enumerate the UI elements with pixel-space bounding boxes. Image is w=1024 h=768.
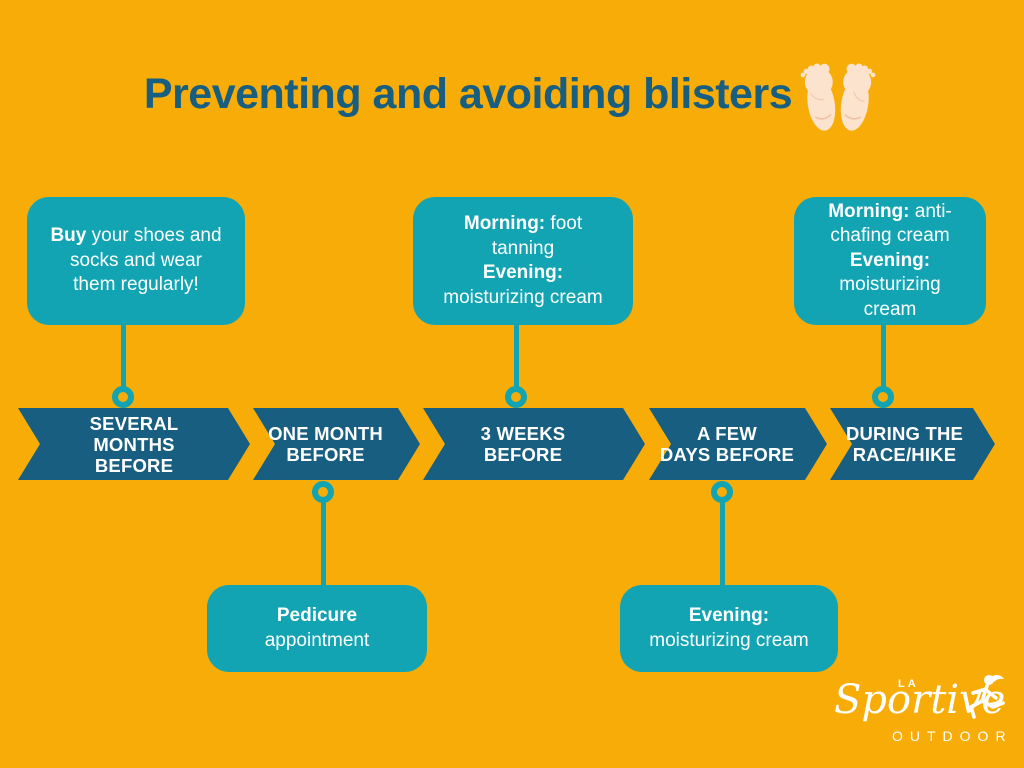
connector-line-3 xyxy=(513,323,519,387)
connector-ring-4 xyxy=(711,481,733,503)
stage-label-one-month: ONE MONTH BEFORE xyxy=(268,423,383,465)
brand-logo: LA Sportive OUTDOOR xyxy=(834,675,1013,758)
chevron-shape-4 xyxy=(649,408,827,480)
stage-label-several-months: SEVERAL MONTHS BEFORE xyxy=(89,412,179,476)
connector-line-4 xyxy=(719,502,725,586)
connector-ring-2 xyxy=(312,481,334,503)
chevron-shape-2 xyxy=(253,408,420,480)
chevron-shape-5 xyxy=(830,408,995,480)
stage-label-during-race: DURING THE RACE/HIKE xyxy=(845,423,964,465)
connector-ring-5 xyxy=(872,386,894,408)
connector-line-1 xyxy=(120,323,126,387)
chevron-shape-3 xyxy=(423,408,645,480)
page-title: Preventing and avoiding blisters xyxy=(143,69,793,118)
connector-ring-3 xyxy=(505,386,527,408)
chevron-shape-1 xyxy=(18,408,250,480)
logo-sub-text: OUTDOOR xyxy=(892,728,1013,744)
connector-ring-1 xyxy=(112,386,134,408)
feet-icon xyxy=(800,63,876,131)
connector-line-2 xyxy=(320,502,326,586)
title-row: Preventing and avoiding blisters xyxy=(0,48,1024,140)
logo-name-text: Sportive xyxy=(834,677,1006,723)
logo-la-text: LA xyxy=(898,678,919,690)
connector-line-5 xyxy=(880,323,886,387)
stage-label-three-weeks: 3 WEEKS BEFORE xyxy=(480,423,566,465)
callout-few-days: Evening:moisturizing cream xyxy=(620,585,838,672)
timeline xyxy=(18,408,995,480)
callout-text: Evening:moisturizing cream xyxy=(649,605,809,651)
stage-label-few-days: A FEW DAYS BEFORE xyxy=(659,423,795,465)
running-woman-icon xyxy=(968,675,1005,719)
